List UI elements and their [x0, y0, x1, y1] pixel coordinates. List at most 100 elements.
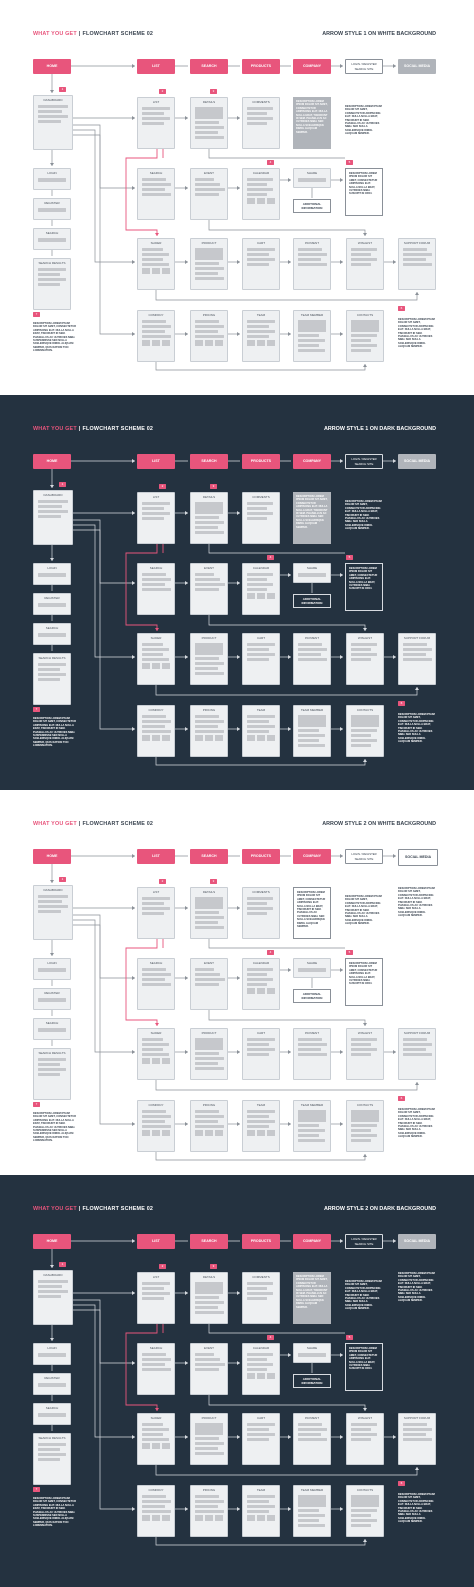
wireframe-card-list[interactable]: LIST	[137, 887, 175, 939]
wireframe-card-search-results[interactable]: SEARCH RESULTS	[33, 653, 71, 705]
wireframe-card-event[interactable]: EVENT	[190, 168, 228, 220]
wireframe-card-support[interactable]: SUPPORT FORUM	[398, 633, 436, 685]
wireframe-card-search[interactable]: SEARCH	[33, 228, 71, 250]
wireframe-card-dashboard[interactable]: DASHBOARD	[33, 490, 73, 545]
wireframe-card-event[interactable]: EVENT	[190, 958, 228, 1010]
wireframe-card-slider[interactable]: SLIDER	[137, 1413, 175, 1465]
wireframe-card-calendar[interactable]: CALENDAR	[242, 563, 280, 615]
wireframe-card-support[interactable]: SUPPORT FORUM	[398, 238, 436, 290]
nav-button-list[interactable]: LIST	[137, 1234, 175, 1249]
wireframe-card-details[interactable]: DETAILS	[190, 887, 228, 939]
wireframe-card-search-results[interactable]: SEARCH RESULTS	[33, 1433, 71, 1485]
wireframe-card-company[interactable]: COMPANY	[137, 1485, 175, 1537]
nav-button-list[interactable]: LIST	[137, 59, 175, 74]
login-register-box[interactable]: LOGIN / REGISTER SEARCH SITE	[345, 849, 383, 864]
wireframe-card-search2[interactable]: SEARCH	[137, 958, 175, 1010]
nav-button-products[interactable]: PRODUCTS	[242, 849, 280, 864]
wireframe-card-pricing[interactable]: PRICING	[190, 310, 228, 362]
wireframe-card-payment[interactable]: PAYMENT	[293, 633, 331, 685]
wireframe-card-pricing[interactable]: PRICING	[190, 705, 228, 757]
wireframe-card-details[interactable]: DETAILS	[190, 97, 228, 149]
wireframe-card-team-member[interactable]: TEAM MEMBER	[293, 310, 331, 362]
wireframe-card-company[interactable]: COMPANY	[137, 1100, 175, 1152]
wireframe-card-team-member[interactable]: TEAM MEMBER	[293, 1100, 331, 1152]
wireframe-card-team[interactable]: TEAM	[242, 705, 280, 757]
nav-button-search[interactable]: SEARCH	[190, 454, 228, 469]
nav-button-list[interactable]: LIST	[137, 454, 175, 469]
wireframe-card-cart[interactable]: CART	[242, 633, 280, 685]
wireframe-card-search[interactable]: SEARCH	[33, 623, 71, 645]
wireframe-card-list[interactable]: LIST	[137, 1272, 175, 1324]
social-media-box[interactable]: SOCIAL MEDIA	[398, 454, 436, 469]
wireframe-card-details[interactable]: DETAILS	[190, 492, 228, 544]
wireframe-card-product[interactable]: PRODUCT	[190, 238, 228, 290]
wireframe-card-contacts[interactable]: CONTACTS	[346, 705, 384, 757]
wireframe-card-contacts[interactable]: CONTACTS	[346, 310, 384, 362]
wireframe-card-contacts[interactable]: CONTACTS	[346, 1485, 384, 1537]
wireframe-card-cart[interactable]: CART	[242, 1413, 280, 1465]
wireframe-card-register[interactable]: REGISTER	[33, 988, 71, 1010]
wireframe-card-payment[interactable]: PAYMENT	[293, 1028, 331, 1080]
nav-button-list[interactable]: LIST	[137, 849, 175, 864]
nav-button-search[interactable]: SEARCH	[190, 59, 228, 74]
wireframe-card-support[interactable]: SUPPORT FORUM	[398, 1413, 436, 1465]
wireframe-card-dashboard[interactable]: DASHBOARD	[33, 1270, 73, 1325]
nav-button-company[interactable]: COMPANY	[293, 454, 331, 469]
nav-button-home[interactable]: HOME	[33, 454, 71, 469]
wireframe-card-share[interactable]: SHARE	[293, 1343, 331, 1363]
wireframe-card-product[interactable]: PRODUCT	[190, 1413, 228, 1465]
social-media-box[interactable]: SOCIAL MEDIA	[398, 849, 438, 866]
wireframe-card-search2[interactable]: SEARCH	[137, 168, 175, 220]
nav-button-home[interactable]: HOME	[33, 59, 71, 74]
wireframe-card-cart[interactable]: CART	[242, 238, 280, 290]
wireframe-card-event[interactable]: EVENT	[190, 1343, 228, 1395]
wireframe-card-slider[interactable]: SLIDER	[137, 633, 175, 685]
wireframe-card-share[interactable]: SHARE	[293, 563, 331, 583]
wireframe-card-comments[interactable]: COMMENTS	[242, 492, 280, 544]
wireframe-card-login[interactable]: LOGIN	[33, 1343, 71, 1365]
wireframe-card-share[interactable]: SHARE	[293, 958, 331, 978]
social-media-box[interactable]: SOCIAL MEDIA	[398, 1234, 436, 1249]
wireframe-card-slider[interactable]: SLIDER	[137, 238, 175, 290]
wireframe-card-login[interactable]: LOGIN	[33, 563, 71, 585]
wireframe-card-register[interactable]: REGISTER	[33, 198, 71, 220]
nav-button-company[interactable]: COMPANY	[293, 59, 331, 74]
wireframe-card-comments[interactable]: COMMENTS	[242, 887, 280, 939]
wireframe-card-product[interactable]: PRODUCT	[190, 633, 228, 685]
wireframe-card-calendar[interactable]: CALENDAR	[242, 168, 280, 220]
wireframe-card-register[interactable]: REGISTER	[33, 593, 71, 615]
wireframe-card-team[interactable]: TEAM	[242, 1485, 280, 1537]
wireframe-card-wishlist[interactable]: WISHLIST	[346, 238, 384, 290]
nav-button-home[interactable]: HOME	[33, 849, 71, 864]
login-register-box[interactable]: LOGIN / REGISTER SEARCH SITE	[345, 59, 383, 74]
wireframe-card-details[interactable]: DETAILS	[190, 1272, 228, 1324]
nav-button-products[interactable]: PRODUCTS	[242, 59, 280, 74]
nav-button-home[interactable]: HOME	[33, 1234, 71, 1249]
wireframe-card-search[interactable]: SEARCH	[33, 1403, 71, 1425]
nav-button-search[interactable]: SEARCH	[190, 849, 228, 864]
wireframe-card-login[interactable]: LOGIN	[33, 958, 71, 980]
wireframe-card-dashboard[interactable]: DASHBOARD	[33, 885, 73, 940]
nav-button-products[interactable]: PRODUCTS	[242, 454, 280, 469]
wireframe-card-comments[interactable]: COMMENTS	[242, 1272, 280, 1324]
wireframe-card-company[interactable]: COMPANY	[137, 310, 175, 362]
wireframe-card-calendar[interactable]: CALENDAR	[242, 1343, 280, 1395]
wireframe-card-register[interactable]: REGISTER	[33, 1373, 71, 1395]
wireframe-card-contacts[interactable]: CONTACTS	[346, 1100, 384, 1152]
wireframe-card-search-results[interactable]: SEARCH RESULTS	[33, 258, 71, 310]
wireframe-card-dashboard[interactable]: DASHBOARD	[33, 95, 73, 150]
wireframe-card-support[interactable]: SUPPORT FORUM	[398, 1028, 436, 1080]
wireframe-card-search-results[interactable]: SEARCH RESULTS	[33, 1048, 71, 1100]
wireframe-card-pricing[interactable]: PRICING	[190, 1485, 228, 1537]
wireframe-card-payment[interactable]: PAYMENT	[293, 238, 331, 290]
wireframe-card-search2[interactable]: SEARCH	[137, 563, 175, 615]
wireframe-card-wishlist[interactable]: WISHLIST	[346, 633, 384, 685]
wireframe-card-list[interactable]: LIST	[137, 97, 175, 149]
wireframe-card-share[interactable]: SHARE	[293, 168, 331, 188]
wireframe-card-team[interactable]: TEAM	[242, 1100, 280, 1152]
wireframe-card-comments[interactable]: COMMENTS	[242, 97, 280, 149]
wireframe-card-team-member[interactable]: TEAM MEMBER	[293, 1485, 331, 1537]
wireframe-card-calendar[interactable]: CALENDAR	[242, 958, 280, 1010]
login-register-box[interactable]: LOGIN / REGISTER SEARCH SITE	[345, 1234, 383, 1249]
wireframe-card-product[interactable]: PRODUCT	[190, 1028, 228, 1080]
